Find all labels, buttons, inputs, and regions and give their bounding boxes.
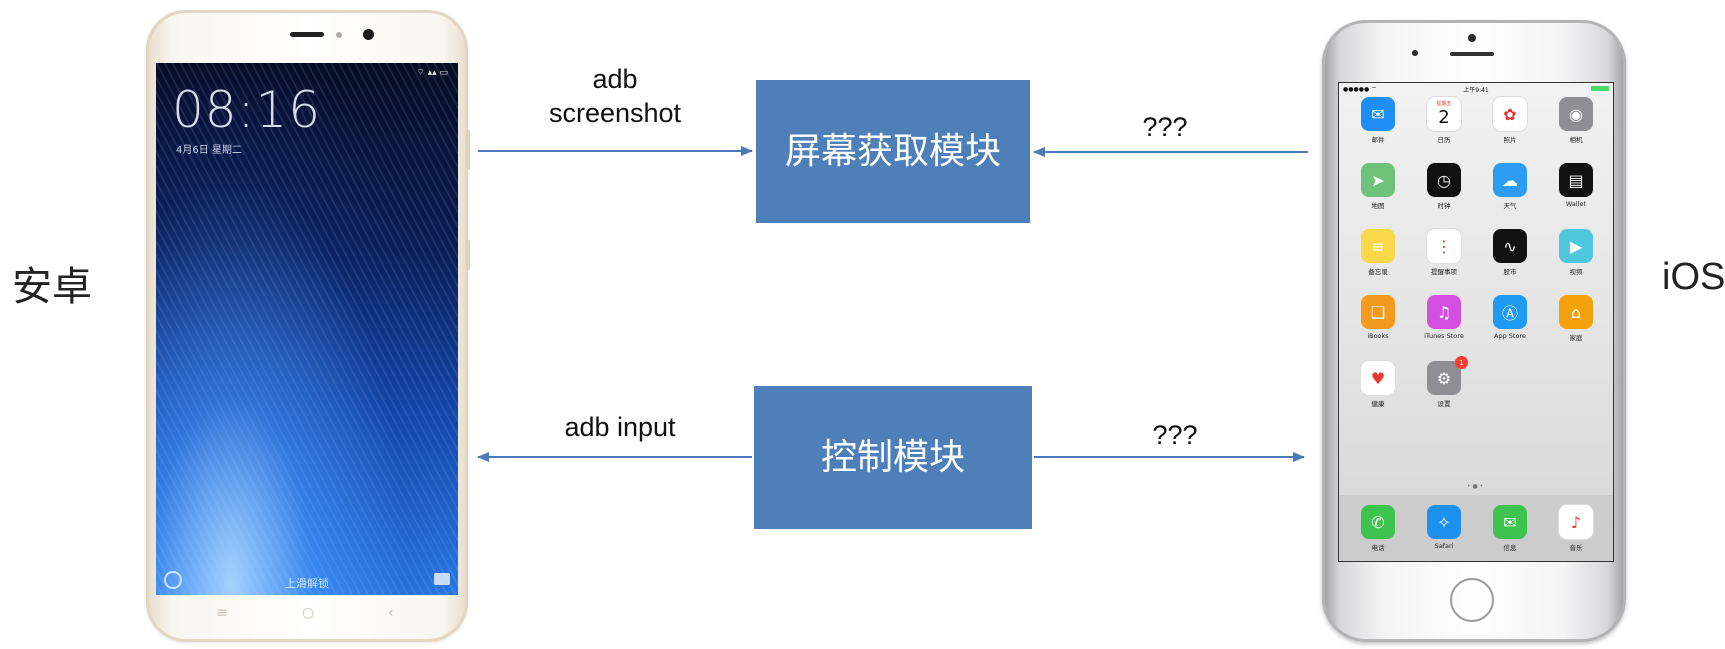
android-power-button (466, 240, 470, 270)
dock-app-label: Safari (1434, 542, 1454, 550)
videos-icon[interactable]: ▶ (1559, 229, 1593, 263)
maps-icon[interactable]: ➤ (1361, 163, 1395, 197)
android-status-icons: ⌔ ▴▴ ▭ (416, 68, 448, 78)
android-clock: 08:16 (172, 81, 322, 139)
clock-icon[interactable]: ◷ (1427, 163, 1461, 197)
adb-input-label: adb input (564, 412, 676, 442)
app-label: 设置 (1437, 400, 1451, 408)
ios-signal-icon: ●●●●● ⌔ (1343, 86, 1377, 93)
wallet-icon[interactable]: ▤ (1559, 163, 1593, 197)
app-label: 视频 (1569, 268, 1583, 276)
app-label: 相机 (1569, 136, 1583, 144)
mail-icon[interactable]: ✉ (1361, 97, 1395, 131)
ios-status-time: 上午9:41 (1463, 87, 1489, 94)
app-label: 备忘录 (1368, 268, 1388, 276)
ibooks-icon[interactable]: ❑ (1361, 295, 1395, 329)
control-module: 控制模块 (754, 386, 1032, 529)
android-date: 4月6日 星期二 (176, 145, 242, 156)
app-label: 邮件 (1371, 136, 1385, 144)
dock-app-label: 音乐 (1569, 544, 1583, 552)
wallpaper-streaks (156, 63, 458, 595)
android-label: 安卓 (12, 264, 92, 310)
weather-icon[interactable]: ☁ (1493, 163, 1527, 197)
adb-screenshot-label: adb screenshot (548, 64, 682, 128)
phone-icon[interactable]: ✆ (1361, 505, 1395, 539)
android-assistant-icon[interactable] (164, 571, 182, 589)
app-label: 家庭 (1569, 334, 1583, 342)
android-back-key-icon[interactable]: ‹ (388, 605, 394, 621)
iphone-earpiece (1450, 52, 1494, 56)
app-label: 时钟 (1437, 202, 1451, 210)
app-label: App Store (1494, 332, 1526, 340)
ios-label: iOS (1662, 256, 1725, 298)
calendar-weekday: 星期五 (1436, 100, 1452, 107)
itunes-icon[interactable]: ♫ (1427, 295, 1461, 329)
android-home-key-icon[interactable]: ○ (302, 605, 315, 621)
ios-dock: ✆ 电话 ✧ Safari ✉ 信息 ♪ 音乐 (1339, 495, 1613, 561)
android-volume-button (466, 130, 470, 170)
ios-capture-label: ??? (1142, 112, 1188, 142)
app-label: 日历 (1437, 136, 1451, 144)
dock-app-label: 信息 (1503, 544, 1517, 552)
camera-icon[interactable]: ◉ (1559, 97, 1593, 131)
health-icon[interactable]: ♥ (1361, 361, 1395, 395)
ios-page-dots: • ● • (1467, 483, 1484, 490)
android-sensor (336, 32, 342, 38)
android-menu-key-icon[interactable]: ≡ (216, 605, 228, 621)
ios-control-label: ??? (1152, 420, 1198, 450)
app-label: 提醒事项 (1431, 268, 1457, 276)
home-icon[interactable]: ⌂ (1559, 295, 1593, 329)
dock-app-label: 电话 (1371, 544, 1385, 552)
notes-icon[interactable]: ≡ (1361, 229, 1395, 263)
calendar-day: 2 (1438, 106, 1450, 128)
app-label: 天气 (1503, 202, 1517, 210)
app-label: iTunes Store (1424, 332, 1464, 340)
screen-capture-module: 屏幕获取模块 (756, 80, 1030, 223)
ios-battery-icon (1591, 86, 1609, 91)
android-camera-shortcut-icon[interactable] (434, 573, 450, 585)
iphone-sensor (1412, 50, 1418, 56)
music-icon[interactable]: ♪ (1559, 505, 1593, 539)
reminders-icon[interactable]: ⋮ (1427, 229, 1461, 263)
app-label: Wallet (1565, 200, 1587, 208)
stocks-icon[interactable]: ∿ (1493, 229, 1527, 263)
app-label: 健康 (1371, 400, 1385, 408)
app-label: 地图 (1371, 202, 1385, 210)
app-label: iBooks (1367, 332, 1389, 340)
iphone-home-button[interactable] (1450, 578, 1494, 622)
android-unlock-hint[interactable]: 上滑解锁 (285, 577, 329, 590)
messages-icon[interactable]: ✉ (1493, 505, 1527, 539)
appstore-icon[interactable]: Ⓐ (1493, 295, 1527, 329)
app-label: 照片 (1503, 136, 1517, 144)
android-front-camera-icon (363, 29, 374, 40)
safari-icon[interactable]: ✧ (1427, 505, 1461, 539)
app-label: 股市 (1503, 268, 1517, 276)
android-screen: ⌔ ▴▴ ▭ 08:16 4月6日 星期二 上滑解锁 (156, 63, 458, 595)
settings-icon[interactable]: ⚙ (1427, 361, 1461, 395)
settings-badge: 1 (1455, 356, 1468, 369)
iphone-front-camera-icon (1468, 34, 1476, 42)
photos-icon[interactable]: ✿ (1493, 97, 1527, 131)
android-earpiece (290, 32, 324, 37)
